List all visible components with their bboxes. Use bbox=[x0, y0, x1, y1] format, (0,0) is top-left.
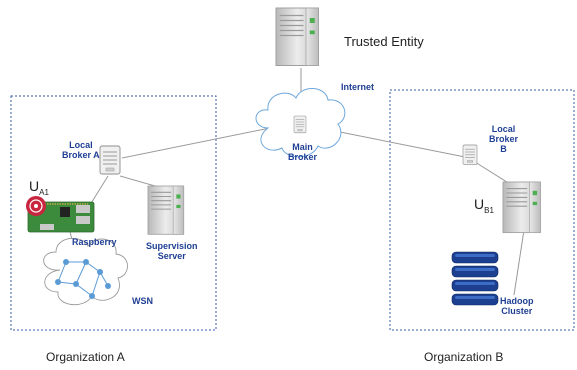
ub1-label: UB1 bbox=[474, 196, 494, 215]
trusted-entity-server-icon bbox=[275, 7, 320, 67]
ua1-label: UA1 bbox=[29, 178, 49, 197]
local-broker-b-icon bbox=[462, 144, 478, 165]
hadoop-cluster-label: Hadoop Cluster bbox=[500, 296, 534, 316]
organization-a-label: Organization A bbox=[46, 350, 125, 364]
supervision-server-label: Supervision Server bbox=[146, 241, 198, 261]
organization-b-label: Organization B bbox=[424, 350, 504, 364]
local-broker-a-label: Local Broker A bbox=[62, 140, 100, 160]
trusted-entity-label: Trusted Entity bbox=[344, 34, 424, 49]
wsn-label: WSN bbox=[132, 296, 153, 306]
local-broker-a-icon bbox=[99, 145, 121, 175]
internet-label: Internet bbox=[341, 82, 375, 92]
supervision-server-icon bbox=[147, 185, 185, 235]
local-broker-b-label: Local Broker B bbox=[489, 124, 519, 154]
main-broker-label: Main Broker bbox=[288, 142, 318, 162]
organization-a-boundary bbox=[10, 95, 217, 331]
raspberry-pi-icon bbox=[26, 196, 95, 233]
hadoop-cluster-icon bbox=[451, 251, 499, 306]
connection-lines bbox=[69, 68, 525, 296]
raspberry-label: Raspberry bbox=[72, 237, 117, 247]
ub1-server-icon bbox=[502, 181, 541, 234]
wsn-network-icon bbox=[43, 237, 128, 306]
main-broker-icon bbox=[293, 115, 307, 134]
organization-b-boundary bbox=[389, 89, 575, 331]
